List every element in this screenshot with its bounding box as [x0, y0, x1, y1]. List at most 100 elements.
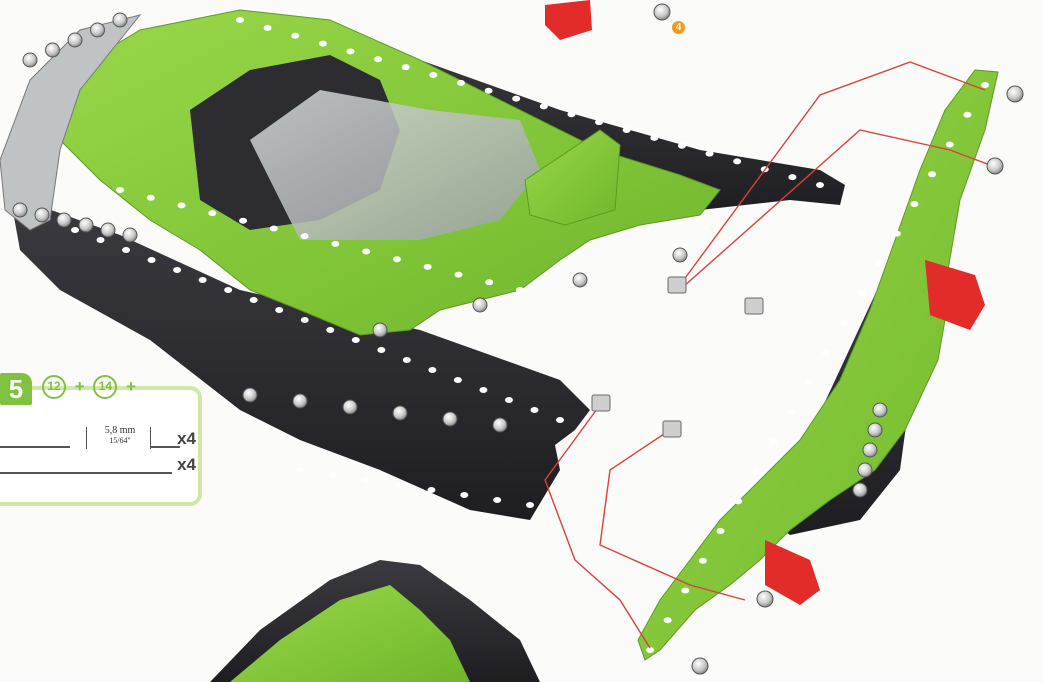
plate-hole: [752, 469, 760, 475]
plate-hole: [787, 409, 795, 415]
plate-hole: [526, 502, 534, 508]
plate-hole: [122, 247, 130, 253]
screw-head: [113, 13, 127, 27]
plate-hole: [963, 112, 971, 118]
plate-hole: [147, 195, 155, 201]
plate-hole: [326, 327, 334, 333]
screw-head: [673, 248, 687, 262]
plate-hole: [505, 397, 513, 403]
plate-hole: [454, 377, 462, 383]
plate-hole: [428, 367, 436, 373]
qty-label: x4: [177, 455, 196, 475]
plate-hole: [291, 33, 299, 39]
step-number: 5: [0, 373, 32, 405]
screw-head: [91, 23, 105, 37]
plate-hole: [97, 237, 105, 243]
plate-hole: [623, 127, 631, 133]
part-ref: 14: [93, 375, 117, 399]
parts-row-2: x4: [0, 458, 196, 478]
plate-hole: [377, 347, 385, 353]
plate-hole: [236, 17, 244, 23]
plate-hole: [329, 472, 337, 478]
screw-head: [493, 418, 507, 432]
parts-step-box: 5,8 mm 15/64" x4 x4 5 12 + 14 +: [0, 365, 208, 503]
plate-hole: [734, 498, 742, 504]
plate-hole: [788, 174, 796, 180]
screw-head: [57, 213, 71, 227]
part-ref: 12: [42, 375, 66, 399]
plate-hole: [264, 25, 272, 31]
plate-hole: [208, 210, 216, 216]
plate-hole: [893, 231, 901, 237]
screw-head: [293, 394, 307, 408]
screw-head: [873, 403, 887, 417]
plate-hole: [71, 227, 79, 233]
plate-hole: [595, 119, 603, 125]
screw-head: [101, 223, 115, 237]
plate-hole: [485, 88, 493, 94]
plate-hole: [403, 357, 411, 363]
plate-hole: [681, 588, 689, 594]
plate-hole: [395, 482, 403, 488]
plate-hole: [460, 492, 468, 498]
plate-hole: [556, 417, 564, 423]
plate-hole: [650, 135, 658, 141]
plate-hole: [485, 279, 493, 285]
plate-hole: [319, 41, 327, 47]
qty-label: x4: [177, 429, 196, 449]
screw-head: [79, 218, 93, 232]
plate-hole: [116, 187, 124, 193]
plate-hole: [493, 497, 501, 503]
screw-head: [343, 400, 357, 414]
plate-hole: [331, 241, 339, 247]
plate-hole: [178, 202, 186, 208]
plate-hole: [540, 103, 548, 109]
plate-hole: [479, 387, 487, 393]
nut-icon: [592, 277, 763, 437]
plate-hole: [429, 72, 437, 78]
screw-head: [863, 443, 877, 457]
plate-hole: [199, 277, 207, 283]
plate-hole: [816, 182, 824, 188]
screw-head: [68, 33, 82, 47]
plate-hole: [769, 439, 777, 445]
screw-head: [35, 208, 49, 222]
plate-hole: [822, 350, 830, 356]
plate-hole: [805, 379, 813, 385]
plate-hole: [928, 171, 936, 177]
plate-hole: [224, 287, 232, 293]
screw-head: [243, 388, 257, 402]
plate-hole: [910, 201, 918, 207]
size-label: 5,8 mm 15/64": [98, 426, 142, 446]
plate-hole: [678, 143, 686, 149]
plate-hole: [296, 467, 304, 473]
screw-head: [868, 423, 882, 437]
plate-hole: [664, 617, 672, 623]
plate-hole: [981, 82, 989, 88]
plate-hole: [567, 111, 575, 117]
screw-head: [853, 483, 867, 497]
plate-hole: [699, 558, 707, 564]
screw-head: [573, 273, 587, 287]
plate-hole: [512, 96, 520, 102]
plate-hole: [457, 80, 465, 86]
plate-hole: [362, 249, 370, 255]
plate-hole: [706, 151, 714, 157]
plate-hole: [250, 297, 258, 303]
plate-hole: [733, 158, 741, 164]
plate-hole: [516, 287, 524, 293]
plate-hole: [275, 307, 283, 313]
plate-hole: [454, 272, 462, 278]
screw-head: [23, 53, 37, 67]
callout-badge: 4: [672, 21, 685, 34]
plate-hole: [393, 256, 401, 262]
plate-hole: [173, 267, 181, 273]
plate-hole: [352, 337, 360, 343]
plate-hole: [717, 528, 725, 534]
screw-head: [443, 412, 457, 426]
plate-hole: [362, 477, 370, 483]
parts-row-1: 5,8 mm 15/64" x4: [0, 432, 196, 452]
plate-hole: [402, 64, 410, 70]
plate-hole: [301, 233, 309, 239]
